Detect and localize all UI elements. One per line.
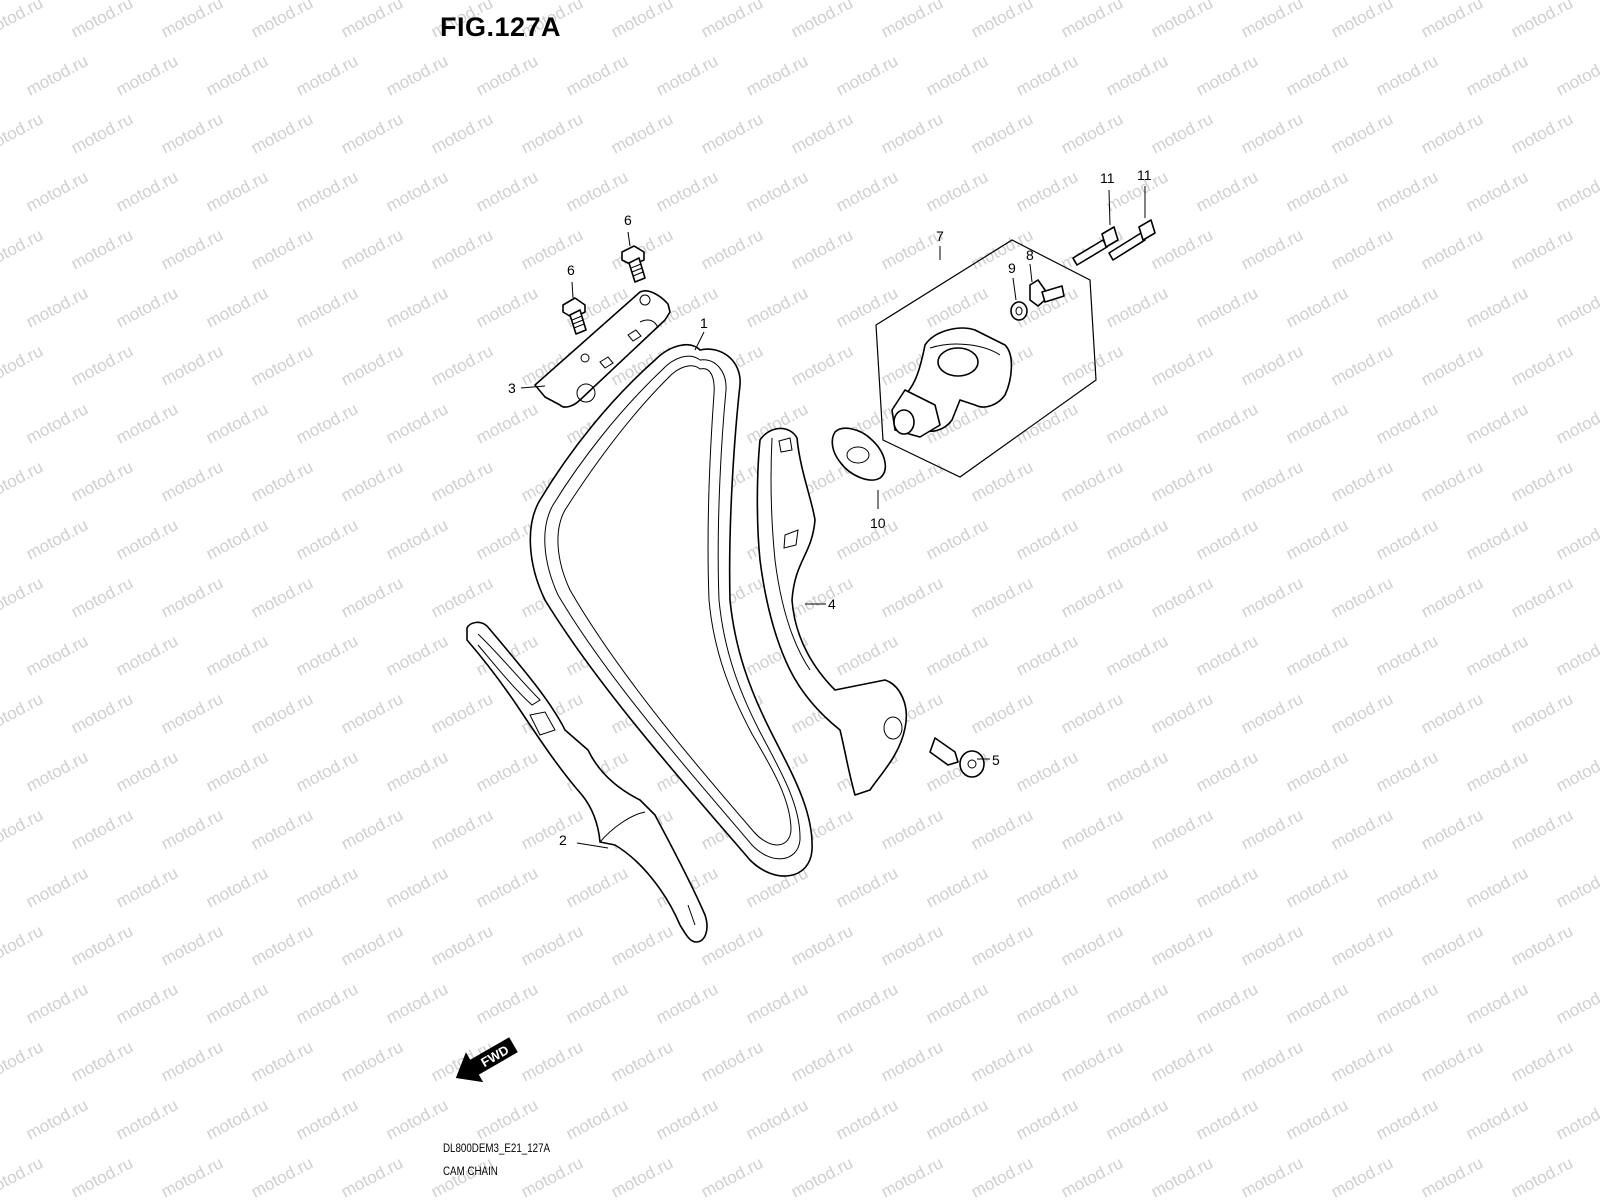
chain-guide-left bbox=[466, 621, 708, 943]
chain-tensioner-guide bbox=[756, 427, 907, 796]
bolt-8 bbox=[1029, 279, 1065, 307]
callout-3: 3 bbox=[508, 380, 516, 396]
callout-5: 5 bbox=[992, 752, 1000, 768]
figure-title: FIG.127A bbox=[440, 12, 562, 42]
tensioner-assembly bbox=[875, 239, 1097, 478]
figure-name: CAM CHAIN bbox=[443, 1166, 498, 1178]
callout-labels: 1 2 3 4 5 6 6 7 8 9 10 11 11 bbox=[508, 167, 1152, 848]
callout-9: 9 bbox=[1008, 260, 1016, 276]
callout-11b: 11 bbox=[1137, 167, 1152, 183]
callout-8: 8 bbox=[1026, 247, 1034, 263]
callout-6a: 6 bbox=[567, 262, 575, 278]
callout-7: 7 bbox=[936, 228, 944, 244]
bolt-11-left bbox=[1072, 226, 1119, 266]
fwd-arrow: FWD bbox=[455, 1037, 518, 1083]
cam-chain bbox=[529, 344, 813, 877]
bolt-6-right bbox=[621, 245, 646, 283]
callout-6b: 6 bbox=[624, 212, 632, 228]
chain-guide-plate bbox=[534, 290, 671, 408]
callout-10: 10 bbox=[870, 515, 886, 531]
callout-2: 2 bbox=[559, 832, 567, 848]
washer-9 bbox=[1010, 301, 1028, 321]
callout-4: 4 bbox=[828, 596, 836, 612]
bolt-11-right bbox=[1108, 219, 1156, 261]
gasket-10 bbox=[831, 427, 887, 481]
leader-lines bbox=[520, 186, 1146, 849]
callout-11a: 11 bbox=[1100, 170, 1115, 186]
bolt-5 bbox=[929, 737, 985, 778]
callout-1: 1 bbox=[700, 315, 708, 331]
figure-code: DL800DEM3_E21_127A bbox=[443, 1143, 551, 1155]
bolt-6-left bbox=[562, 297, 587, 335]
